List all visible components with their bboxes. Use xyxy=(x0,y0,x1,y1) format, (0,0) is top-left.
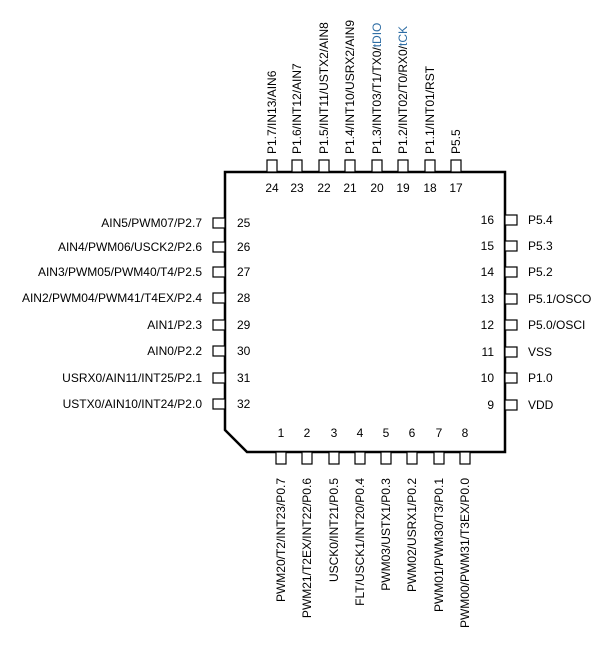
pin-label-11: VSS xyxy=(528,345,552,359)
pin-number-12: 12 xyxy=(481,318,495,332)
pin-number-32: 32 xyxy=(237,397,251,411)
pin-label-12: P5.0/OSCI xyxy=(528,318,585,332)
pin-pad-19 xyxy=(397,159,409,173)
pin-number-25: 25 xyxy=(237,216,251,230)
pin-number-7: 7 xyxy=(436,426,443,440)
pin-number-30: 30 xyxy=(237,344,251,358)
pin-label-2: PWM21/T2EX/INT22/P0.6 xyxy=(300,478,314,618)
pin-label-24: P1.7/IN13/AIN6 xyxy=(265,70,279,154)
pin-label-30: AIN0/P2.2 xyxy=(147,344,202,358)
pin-number-1: 1 xyxy=(278,426,285,440)
pin-label-4: FLT/USCK1/INT20/P0.4 xyxy=(353,478,367,606)
pin-pad-6 xyxy=(406,451,418,465)
pin-label-26: AIN4/PWM06/USCK2/P2.6 xyxy=(58,240,202,254)
chip-body xyxy=(223,170,507,454)
pin-pad-18 xyxy=(424,159,436,173)
pin-number-27: 27 xyxy=(237,265,251,279)
pin-pad-24 xyxy=(266,159,278,173)
pin-pad-1 xyxy=(275,451,287,465)
pin-number-20: 20 xyxy=(370,181,384,195)
pin-number-23: 23 xyxy=(290,181,304,195)
pin-label-7: PWM01/PWM30/T3/P0.1 xyxy=(432,478,446,612)
pin-pad-12 xyxy=(504,319,518,331)
pin-pad-23 xyxy=(291,159,303,173)
pin-number-6: 6 xyxy=(409,426,416,440)
pin-pad-8 xyxy=(459,451,471,465)
pin-label-14: P5.2 xyxy=(528,265,553,279)
pin-number-8: 8 xyxy=(462,426,469,440)
pin-pad-9 xyxy=(504,399,518,411)
pin-pad-27 xyxy=(212,266,226,278)
pin-number-15: 15 xyxy=(481,239,495,253)
pin-pad-16 xyxy=(504,214,518,226)
pin-number-19: 19 xyxy=(396,181,410,195)
pin-label-13: P5.1/OSCO xyxy=(528,292,591,306)
pin-number-24: 24 xyxy=(265,181,279,195)
pin-number-18: 18 xyxy=(423,181,437,195)
pin-number-11: 11 xyxy=(482,345,495,359)
pin-label-5: PWM03/USTX1/P0.3 xyxy=(379,478,393,591)
pin-pad-20 xyxy=(371,159,383,173)
pin-number-5: 5 xyxy=(383,426,390,440)
pin-number-2: 2 xyxy=(304,426,311,440)
pin-label-3: USCK0/INT21/P0.5 xyxy=(327,478,341,582)
pin-pad-31 xyxy=(212,372,226,384)
pin-pad-28 xyxy=(212,292,226,304)
pin-number-14: 14 xyxy=(481,265,495,279)
pin-pad-25 xyxy=(212,217,226,229)
pin-number-9: 9 xyxy=(487,398,494,412)
pin-pad-13 xyxy=(504,293,518,305)
pin-label-29: AIN1/P2.3 xyxy=(147,318,202,332)
pin-label-1: PWM20/T2/INT23/P0.7 xyxy=(274,478,288,602)
pin-label-9: VDD xyxy=(528,398,554,412)
pin-number-26: 26 xyxy=(237,240,251,254)
pin-pad-17 xyxy=(450,159,462,173)
pin-number-3: 3 xyxy=(331,426,338,440)
pin-pad-2 xyxy=(301,451,313,465)
pin-label-23: P1.6/INT12/AIN7 xyxy=(290,63,304,154)
pin-pad-4 xyxy=(354,451,366,465)
pin-number-21: 21 xyxy=(343,181,357,195)
pin-number-4: 4 xyxy=(357,426,364,440)
pin-label-17: P5.5 xyxy=(449,129,463,154)
pin-label-25: AIN5/PWM07/P2.7 xyxy=(101,216,202,230)
pin-label-31: USRX0/AIN11/INT25/P2.1 xyxy=(62,371,202,385)
pin-label-20: P1.3/INT03/T1/TX0/tDIO xyxy=(370,23,384,154)
pin-label-15: P5.3 xyxy=(528,239,553,253)
pin-number-16: 16 xyxy=(481,213,495,227)
pin-label-22: P1.5/INT11/USTX2/AIN8 xyxy=(317,22,331,154)
pin-pad-22 xyxy=(318,159,330,173)
pin-number-29: 29 xyxy=(237,318,251,332)
pin-label-27: AIN3/PWM05/PWM40/T4/P2.5 xyxy=(38,265,202,279)
pin-label-16: P5.4 xyxy=(528,213,553,227)
pin-pad-29 xyxy=(212,319,226,331)
pin-pad-15 xyxy=(504,240,518,252)
pin-label-32: USTX0/AIN10/INT24/P2.0 xyxy=(63,397,203,411)
pin-label-21: P1.4/INT10/USRX2/AIN9 xyxy=(343,20,357,154)
pin-label-6: PWM02/USRX1/P0.2 xyxy=(405,478,419,592)
pin-pad-5 xyxy=(380,451,392,465)
pin-pad-30 xyxy=(212,345,226,357)
pin-label-18: P1.1/INT01/RST xyxy=(423,65,437,154)
pin-label-8: PWM00/PWM31/T3EX/P0.0 xyxy=(458,478,472,628)
pin-pad-3 xyxy=(328,451,340,465)
pin-number-22: 22 xyxy=(317,181,331,195)
pin-pad-32 xyxy=(212,398,226,410)
pin-label-28: AIN2/PWM04/PWM41/T4EX/P2.4 xyxy=(22,291,202,305)
pin-number-10: 10 xyxy=(481,371,495,385)
pin-pad-14 xyxy=(504,266,518,278)
pin-label-10: P1.0 xyxy=(528,371,553,385)
pin-pad-11 xyxy=(504,346,518,358)
pin-number-28: 28 xyxy=(237,291,251,305)
pin-number-31: 31 xyxy=(237,371,251,385)
pin-pad-7 xyxy=(433,451,445,465)
pin-number-17: 17 xyxy=(449,181,463,195)
pin-number-13: 13 xyxy=(481,292,495,306)
pin-pad-21 xyxy=(344,159,356,173)
pin-pad-10 xyxy=(504,372,518,384)
pin-label-19: P1.2/INT02/T0/RX0/tCK xyxy=(396,26,410,154)
pin-pad-26 xyxy=(212,241,226,253)
